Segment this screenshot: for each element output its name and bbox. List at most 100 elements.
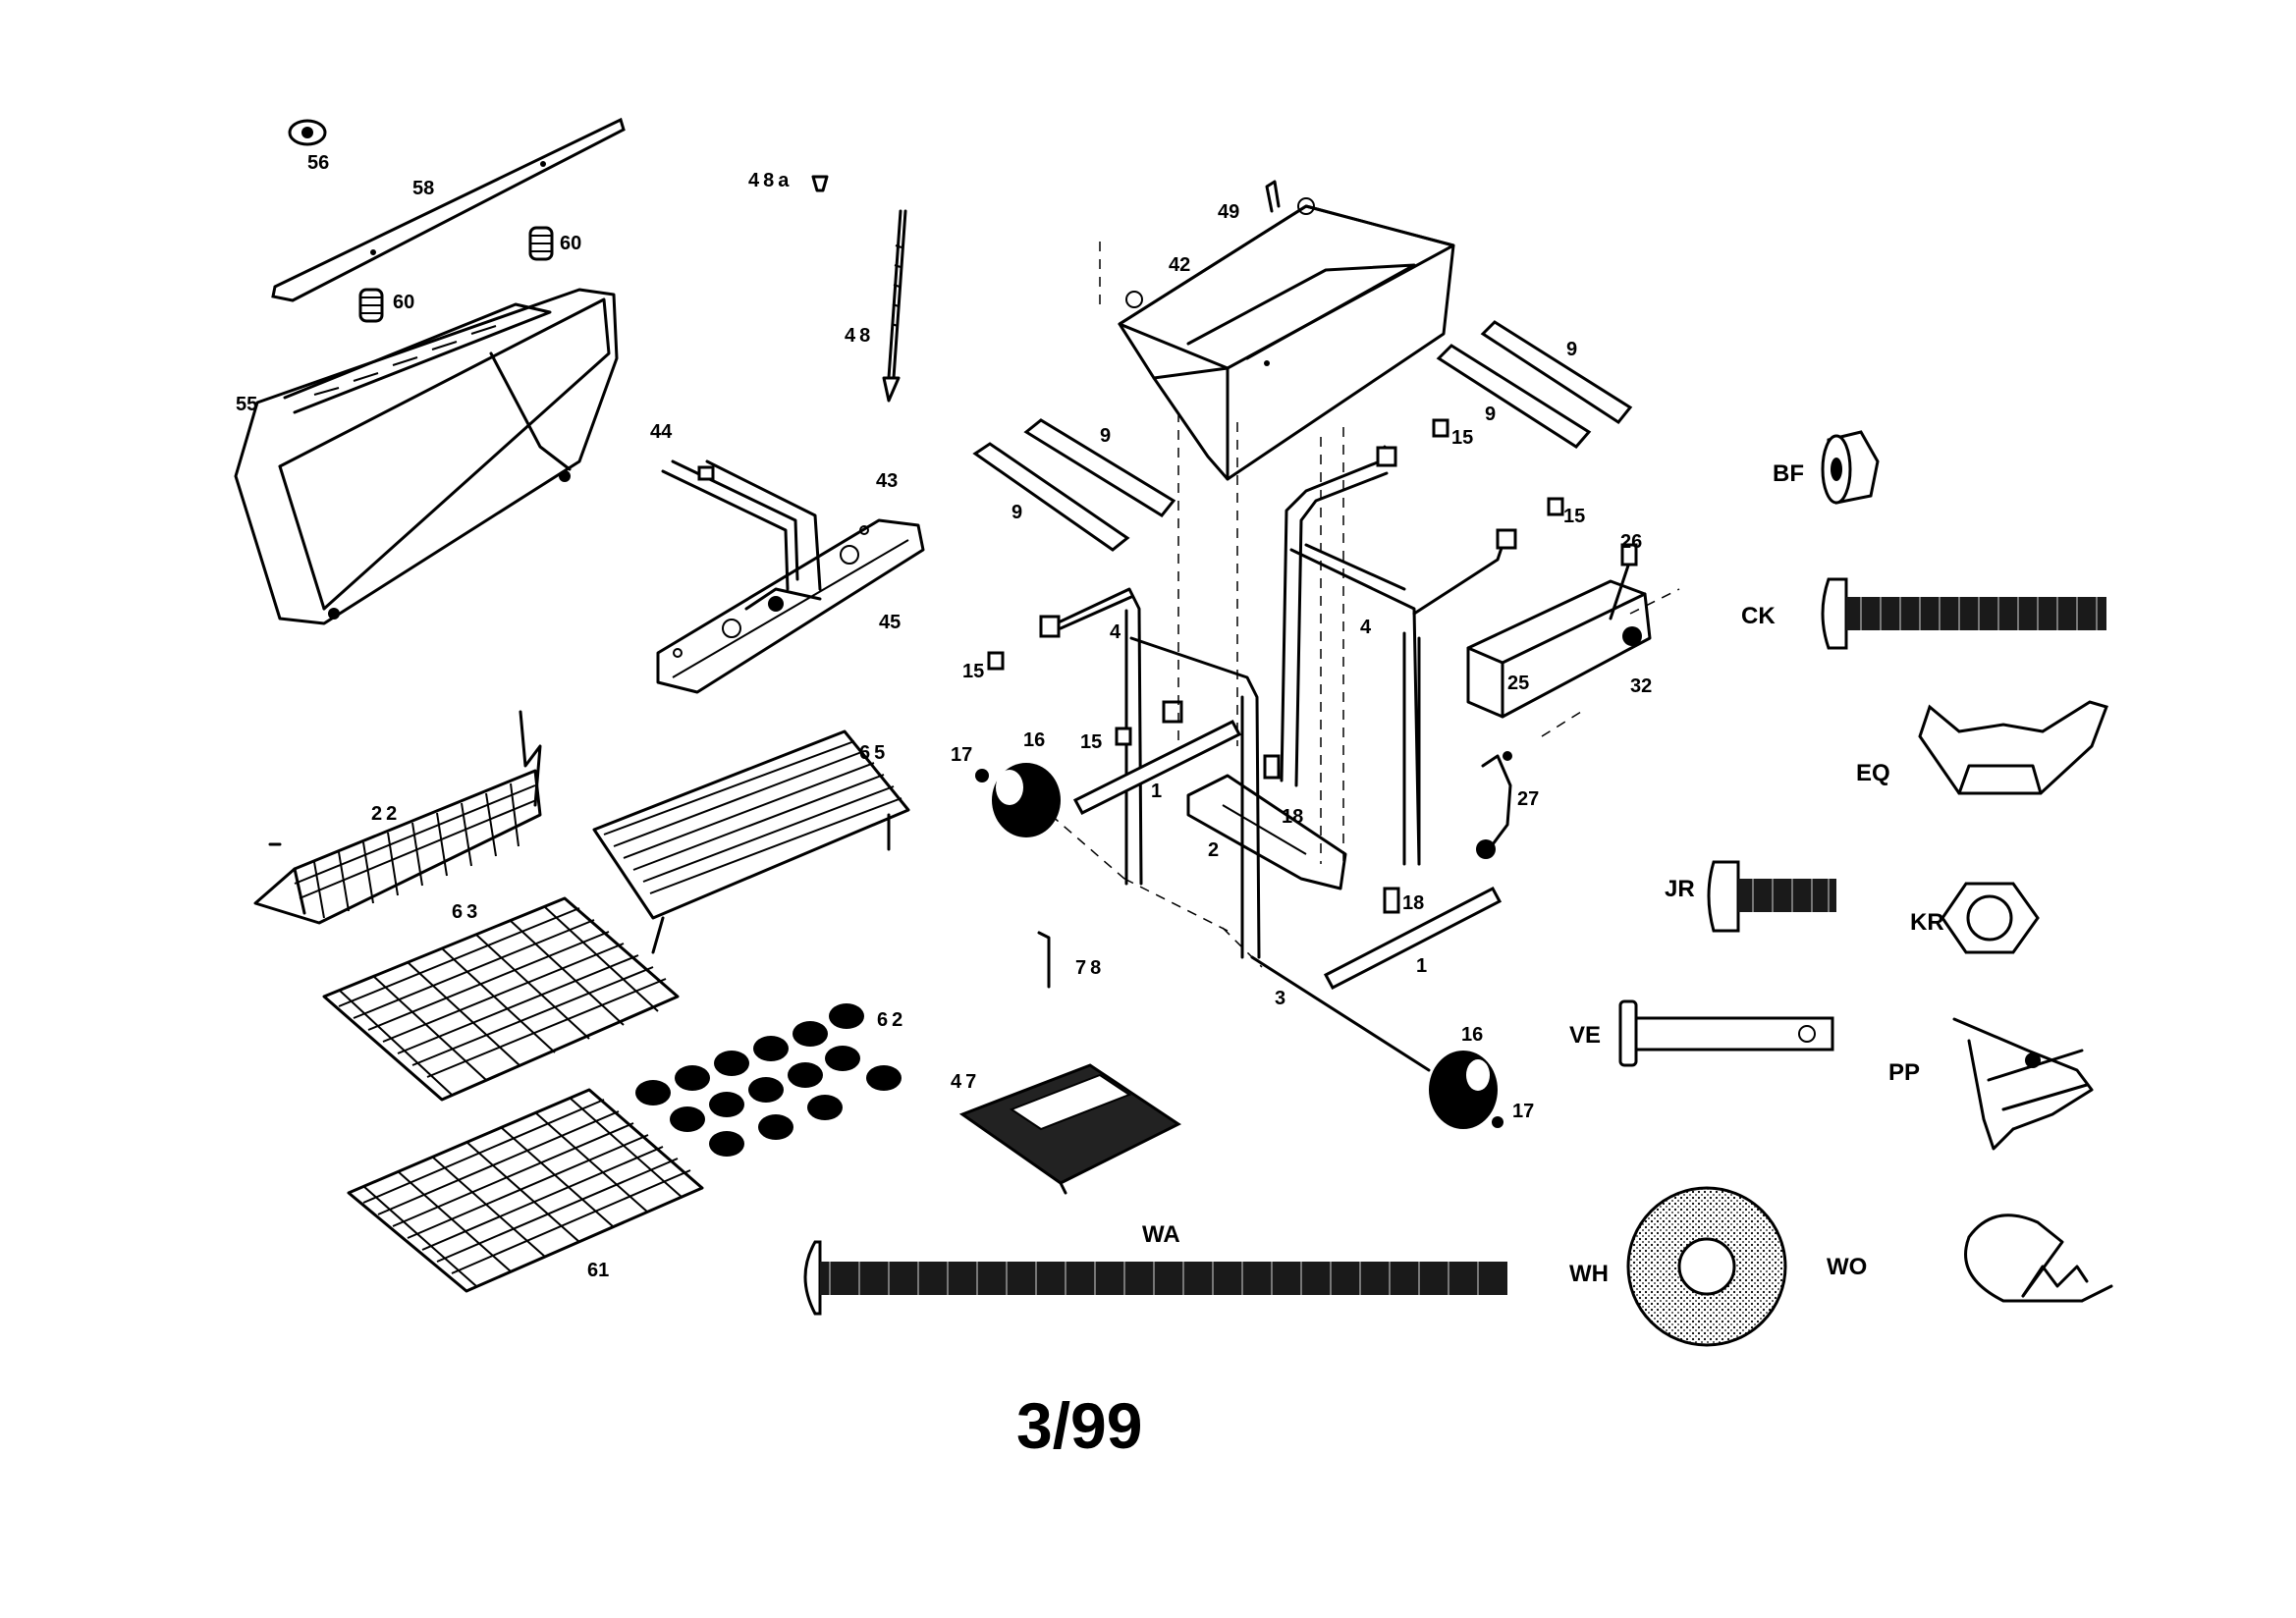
label-26: 26 (1620, 531, 1642, 553)
part-60-spring-upper (528, 226, 554, 261)
label-60-lower: 60 (393, 292, 414, 313)
label-18-upper: 18 (1282, 806, 1303, 828)
label-65: 65 (859, 742, 889, 764)
part-48-thermometer-probe (882, 209, 907, 403)
label-55: 55 (236, 394, 257, 415)
label-56: 56 (307, 152, 329, 174)
label-17-lower: 17 (1512, 1101, 1534, 1122)
part-labels: 56 58 48a 60 60 55 48 49 42 9 9 9 9 15 1… (236, 152, 1652, 1281)
label-9-d: 9 (1485, 404, 1496, 425)
label-JR: JR (1665, 876, 1695, 902)
hw-VE-clevis-pin (1618, 999, 1834, 1067)
label-2: 2 (1208, 839, 1219, 861)
label-32: 32 (1630, 675, 1652, 697)
label-1-upper: 1 (1151, 781, 1162, 802)
label-18-lower: 18 (1402, 892, 1424, 914)
hardware-labels: BF CK EQ JR KR VE PP WA WH WO (1142, 460, 1944, 1287)
part-43-burner-plate (656, 518, 925, 694)
part-47-heat-plate (958, 1063, 1181, 1195)
part-55-hood (234, 288, 619, 625)
label-58: 58 (412, 178, 434, 199)
label-KR: KR (1910, 909, 1944, 936)
part-17-hubcap-upper (975, 769, 989, 782)
label-VE: VE (1569, 1022, 1601, 1049)
label-WA: WA (1142, 1221, 1180, 1248)
label-16-upper: 16 (1023, 729, 1045, 751)
part-4-frame-right (1280, 445, 1517, 866)
hw-WH-washer (1626, 1186, 1787, 1347)
part-9-board-right-upper (1480, 320, 1633, 425)
label-25: 25 (1507, 673, 1529, 694)
label-61: 61 (587, 1260, 609, 1281)
part-60-spring-lower (358, 288, 384, 323)
label-45: 45 (879, 612, 901, 633)
label-15-b: 15 (1563, 506, 1585, 527)
label-WO: WO (1827, 1254, 1867, 1280)
hw-CK-bolt (1821, 577, 2106, 650)
label-48a: 48a (748, 170, 793, 191)
part-1-crossbar-lower (1323, 886, 1503, 991)
label-EQ: EQ (1856, 760, 1890, 786)
part-3-axle (1250, 955, 1431, 1072)
hw-BF-flange-nut (1821, 430, 1880, 505)
part-4-frame-left (1039, 587, 1261, 959)
part-63-cooking-grate (322, 896, 680, 1102)
part-1-crossbar-upper (1072, 720, 1242, 815)
label-43: 43 (876, 470, 898, 492)
hw-JR-screw (1707, 860, 1836, 933)
label-WH: WH (1569, 1261, 1609, 1287)
part-78-pin (1037, 931, 1051, 989)
label-17-upper: 17 (951, 744, 972, 766)
label-15-c: 15 (962, 661, 984, 682)
construction-lines (1050, 236, 1680, 968)
hw-WO-hitch-pin (1964, 1214, 2113, 1303)
part-9-board-left-lower (972, 442, 1130, 552)
part-22-warming-rack (253, 710, 542, 925)
label-15-d: 15 (1080, 731, 1102, 753)
part-15-bracket-c (1432, 418, 1449, 438)
part-56-nut (288, 119, 327, 146)
part-17-hubcap-lower (1492, 1116, 1503, 1128)
part-61-cooking-grate (347, 1088, 704, 1293)
hw-PP-speed-clip (1952, 1017, 2094, 1151)
part-15-bracket-a (987, 651, 1005, 671)
label-4-right: 4 (1360, 617, 1372, 638)
part-26-igniter-knob (1609, 543, 1638, 620)
label-48: 48 (845, 325, 874, 347)
label-63: 63 (452, 901, 481, 923)
label-1-lower: 1 (1416, 955, 1427, 977)
part-65-cooking-grate (592, 729, 910, 954)
hw-WA-long-bolt (803, 1240, 1507, 1316)
label-PP: PP (1888, 1059, 1920, 1086)
label-47: 47 (951, 1071, 980, 1093)
part-15-bracket-b (1115, 727, 1132, 746)
part-2-bottom-bracket (1186, 774, 1347, 890)
part-18-cap-upper (1263, 754, 1281, 780)
label-49: 49 (1218, 201, 1239, 223)
part-15-bracket-d (1547, 497, 1564, 516)
part-42-firebox (1118, 180, 1455, 481)
part-25-shelf-bracket (1466, 579, 1652, 719)
label-BF: BF (1773, 460, 1804, 487)
label-60-upper: 60 (560, 233, 581, 254)
label-16-lower: 16 (1461, 1024, 1483, 1046)
part-18-cap-lower (1383, 887, 1400, 914)
part-58-bar (271, 117, 626, 302)
label-9-c: 9 (1566, 339, 1577, 360)
part-48a-clip (811, 175, 829, 192)
part-27-igniter (1476, 751, 1512, 859)
part-32-knob (1622, 626, 1642, 646)
hw-KR-hex-nut (1941, 882, 2040, 954)
part-44-burner-tube (661, 459, 822, 591)
label-9-b: 9 (1011, 502, 1022, 523)
label-62: 62 (877, 1009, 906, 1031)
hw-EQ-wing-nut (1918, 700, 2108, 795)
date-code: 3/99 (1016, 1389, 1142, 1462)
part-62-briquettes (635, 1003, 902, 1157)
label-42: 42 (1169, 254, 1190, 276)
part-9-board-right-lower (1436, 344, 1592, 449)
label-22: 22 (371, 803, 401, 825)
label-CK: CK (1741, 603, 1776, 629)
label-15-a: 15 (1451, 427, 1473, 449)
